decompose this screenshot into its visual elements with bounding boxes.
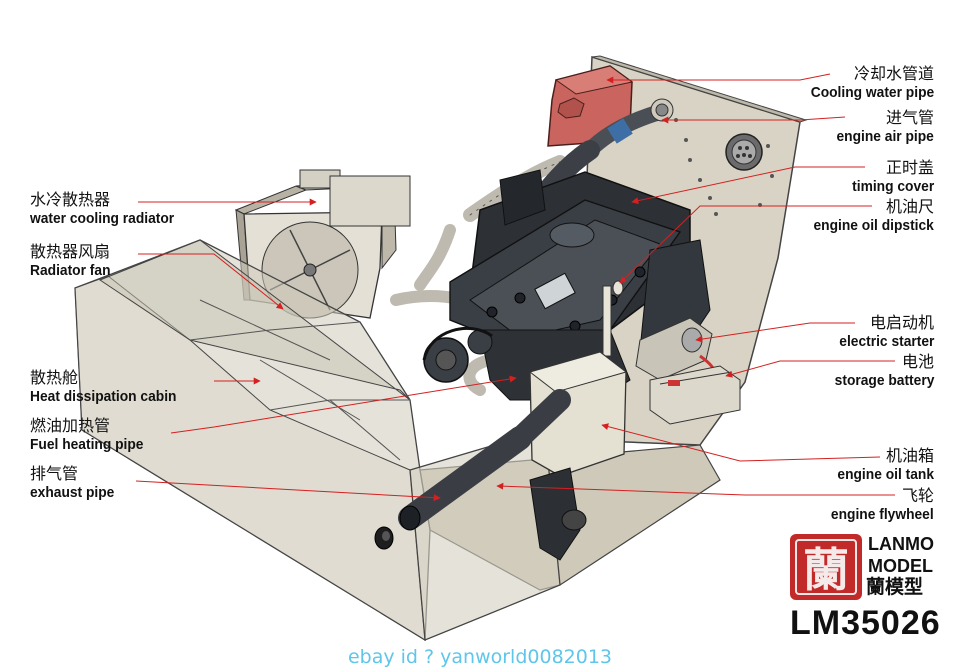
label-cn: 电池 [901, 352, 934, 371]
label-en: Fuel heating pipe [30, 436, 144, 453]
label-en: engine flywheel [831, 506, 934, 523]
leader-engine-flywheel [496, 482, 895, 496]
leader-electric-starter [695, 322, 855, 343]
leader-timing-cover [631, 166, 865, 205]
label-water-cooling-radiator: 水冷散热器 water cooling radiator [30, 190, 187, 227]
leader-storage-battery [725, 360, 895, 378]
label-cn: 飞轮 [901, 486, 934, 505]
label-en: storage battery [834, 372, 934, 389]
engine-block [449, 169, 711, 401]
label-cn: 机油箱 [885, 446, 934, 465]
label-timing-cover: 正时盖 timing cover [845, 158, 934, 195]
label-electric-starter: 电启动机 electric starter [831, 313, 934, 350]
exhaust-pipe-art [398, 389, 571, 531]
brand-name-line2: MODEL [868, 556, 933, 576]
flywheel [529, 467, 587, 561]
label-engine-flywheel: 飞轮 engine flywheel [822, 486, 934, 523]
leader-engine-oil-dipstick [619, 205, 872, 284]
leader-cooling-water-pipe [606, 73, 831, 84]
label-cooling-water-pipe: 冷却水管道 Cooling water pipe [800, 64, 934, 101]
leader-engine-air-pipe [661, 116, 846, 124]
leader-engine-oil-tank [601, 423, 881, 462]
label-cn: 机油尺 [885, 197, 934, 216]
oil-tank [528, 351, 628, 477]
label-cn: 水冷散热器 [30, 190, 111, 209]
ebay-watermark: ebay id ? yanworld0082013 [347, 646, 613, 668]
label-en: Cooling water pipe [810, 84, 934, 101]
leader-exhaust-pipe [135, 480, 441, 502]
label-en: engine oil dipstick [813, 217, 934, 234]
front-knob [374, 526, 394, 550]
label-engine-air-pipe: 进气管 engine air pipe [828, 108, 934, 145]
label-en: water cooling radiator [30, 210, 175, 227]
heat-cabin [74, 239, 431, 642]
label-cn: 排气管 [30, 464, 79, 483]
label-en: engine air pipe [836, 128, 934, 145]
brand-name-cn: 蘭模型 [866, 576, 924, 598]
seal-glyph: 蘭 [803, 543, 849, 597]
label-cn: 电启动机 [869, 313, 934, 332]
label-cn: 散热器风扇 [30, 242, 111, 261]
label-fuel-heating-pipe: 燃油加热管 Fuel heating pipe [30, 416, 153, 453]
label-en: timing cover [851, 178, 934, 195]
label-engine-oil-tank: 机油箱 engine oil tank [829, 446, 934, 483]
label-exhaust-pipe: 排气管 exhaust pipe [30, 464, 122, 501]
label-cn: 冷却水管道 [853, 64, 934, 83]
battery [649, 365, 741, 425]
brand-name-line1: LANMO [868, 534, 934, 554]
engine-pulleys [422, 326, 493, 383]
label-cn: 燃油加热管 [30, 416, 111, 435]
label-engine-oil-dipstick: 机油尺 engine oil dipstick [803, 197, 934, 234]
rear-wall-bolts [674, 118, 774, 216]
leader-fuel-heating-pipe [170, 375, 517, 434]
label-en: Radiator fan [30, 262, 111, 279]
leader-lines [135, 73, 895, 502]
leader-radiator-fan [138, 253, 284, 310]
label-en: exhaust pipe [30, 484, 115, 501]
label-cn: 正时盖 [885, 158, 934, 177]
label-radiator-fan: 散热器风扇 Radiator fan [30, 242, 118, 279]
label-heat-dissipation-cabin: 散热舱 Heat dissipation cabin [30, 368, 189, 405]
label-cn: 散热舱 [30, 368, 79, 387]
label-cn: 进气管 [885, 108, 934, 127]
lanmo-seal-logo: 蘭 [790, 534, 862, 600]
label-storage-battery: 电池 storage battery [826, 352, 934, 389]
label-en: engine oil tank [837, 466, 934, 483]
label-en: Heat dissipation cabin [30, 388, 177, 405]
label-en: electric starter [838, 333, 934, 350]
dipstick [602, 280, 624, 357]
product-code: LM35026 [790, 604, 941, 642]
vent-grille [725, 133, 763, 171]
